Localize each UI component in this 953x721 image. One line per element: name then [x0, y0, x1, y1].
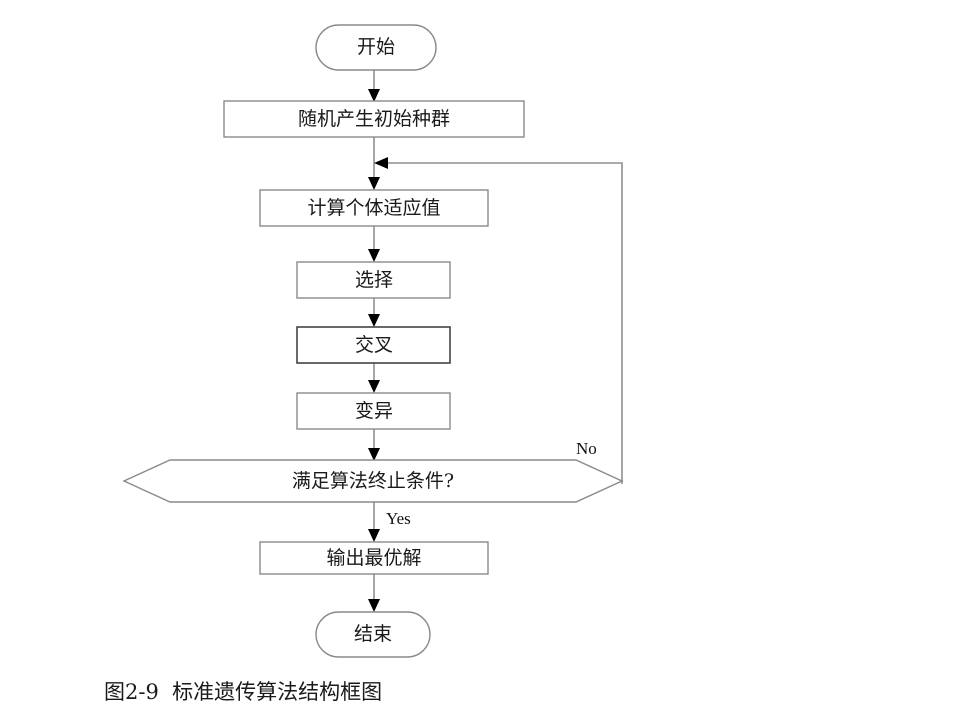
connector-decision-to-output: [368, 502, 380, 542]
connector-fitness-to-select: [368, 226, 380, 262]
connector-layer: [368, 70, 623, 612]
crossover-label: 交叉: [355, 334, 393, 356]
connector-start-to-init: [368, 70, 380, 102]
mutation-box: [296, 392, 451, 430]
selection-box: [296, 261, 451, 299]
connector-decision-loop-no: [374, 157, 623, 484]
connector-init-to-fitness: [368, 137, 380, 190]
connector-output-to-end: [368, 574, 380, 612]
node-calc-fitness[interactable]: 计算个体适应值: [259, 189, 489, 227]
init-population-label: 随机产生初始种群: [298, 108, 450, 130]
node-selection[interactable]: 选择: [296, 261, 451, 299]
decision-terminate-label: 满足算法终止条件?: [292, 470, 454, 492]
node-decision-terminate[interactable]: 满足算法终止条件?: [122, 459, 624, 503]
start-label: 开始: [357, 36, 395, 58]
node-output-solution[interactable]: 输出最优解: [259, 541, 489, 575]
node-start[interactable]: 开始: [315, 24, 437, 71]
edge-label-yes: Yes: [386, 509, 411, 528]
end-terminator-shape: [315, 611, 431, 658]
connector-mutation-to-decision: [368, 429, 380, 461]
node-end[interactable]: 结束: [315, 611, 431, 658]
node-init-population[interactable]: 随机产生初始种群: [223, 100, 525, 138]
end-label: 结束: [354, 623, 392, 645]
crossover-box: [296, 326, 451, 364]
output-solution-box: [259, 541, 489, 575]
connector-crossover-to-mutation: [368, 363, 380, 393]
decision-hexagon-shape: [122, 459, 624, 503]
connector-select-to-crossover: [368, 298, 380, 327]
edge-label-no: No: [576, 439, 597, 458]
start-terminator-shape: [315, 24, 437, 71]
calc-fitness-label: 计算个体适应值: [307, 197, 440, 219]
output-solution-label: 输出最优解: [326, 547, 421, 569]
figure-caption: 图2-9 标准遗传算法结构框图: [104, 680, 383, 704]
node-mutation[interactable]: 变异: [296, 392, 451, 430]
mutation-label: 变异: [355, 400, 393, 422]
init-population-box: [223, 100, 525, 138]
calc-fitness-box: [259, 189, 489, 227]
selection-label: 选择: [355, 269, 393, 291]
node-crossover[interactable]: 交叉: [296, 326, 451, 364]
